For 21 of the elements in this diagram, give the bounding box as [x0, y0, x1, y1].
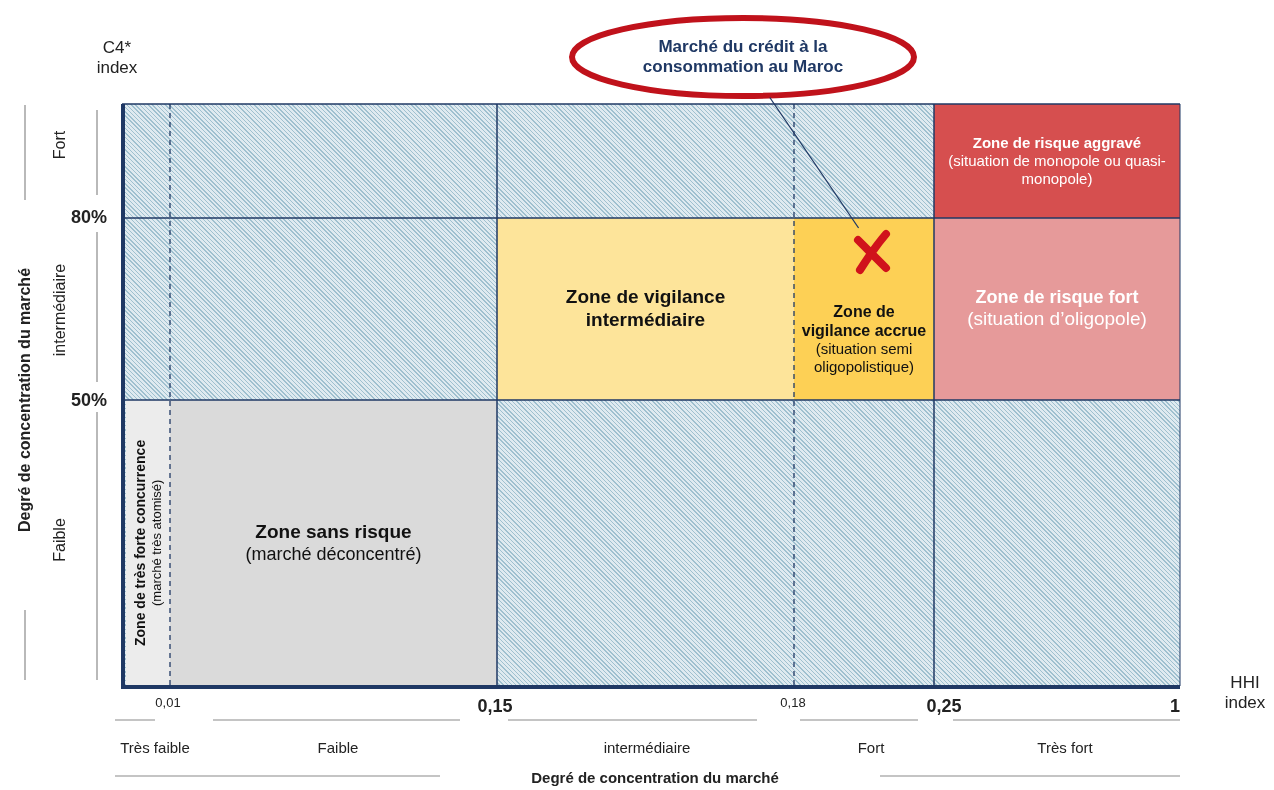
zone-description: (situation d’oligopole) [967, 308, 1147, 332]
zone-title: Zone sans risque [255, 520, 412, 544]
zone-description: (marché très atomisé) [148, 479, 165, 607]
zone-description: (situation de monopole ou quasi-monopole) [947, 152, 1167, 188]
axis-title: Degré de concentration du marché [16, 267, 34, 533]
zone-title: Zone de risque aggravé [972, 134, 1142, 152]
zone-box [934, 104, 1180, 218]
zone-box [934, 218, 1180, 400]
zone-title: Zone de vigilance intermédiaire [564, 286, 727, 332]
leader-line [769, 96, 860, 229]
callout-text: Marché du crédit à la consommation au Maroc [641, 36, 845, 78]
zone-description: (marché déconcentré) [245, 543, 422, 566]
zone-box [794, 218, 934, 400]
zone-title: Zone de risque fort [975, 286, 1139, 309]
callout-ellipse [568, 14, 918, 100]
zone-box [126, 400, 170, 686]
zone-box [497, 218, 794, 400]
zone-description: (situation semi oligopolistique) [812, 340, 916, 377]
zone-title: Zone de très forte concurrence [131, 439, 149, 647]
zone-title: Zone de vigilance accrue [800, 301, 928, 341]
zone-box [170, 400, 497, 686]
